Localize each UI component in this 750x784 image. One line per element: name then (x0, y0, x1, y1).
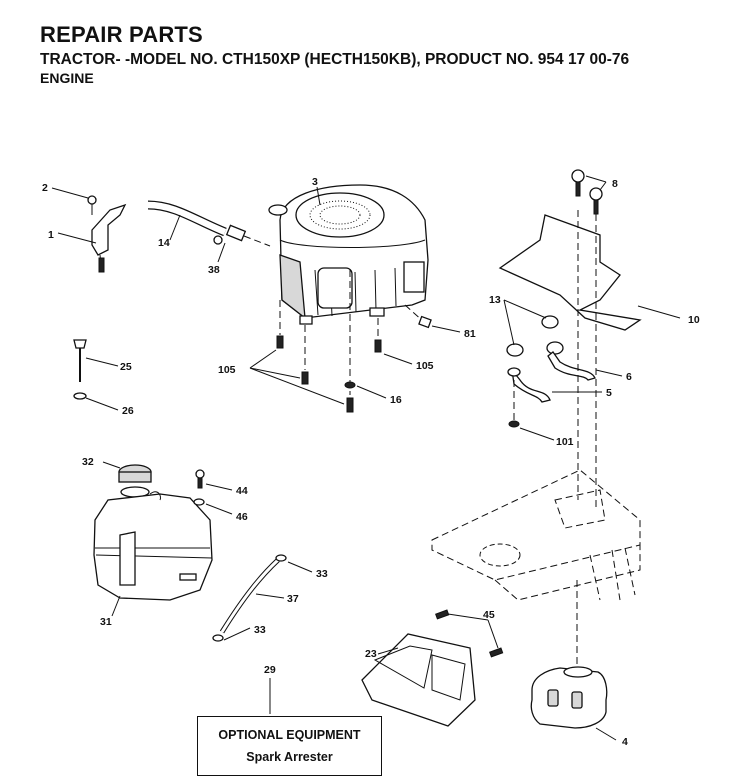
section-title: ENGINE (40, 70, 94, 86)
optional-equipment-title: OPTIONAL EQUIPMENT (218, 728, 361, 742)
callout-1: 1 (48, 229, 54, 241)
page-title: REPAIR PARTS (40, 22, 203, 47)
callout-105-a: 105 (218, 364, 236, 376)
engine (268, 184, 429, 325)
throttle-bracket (87, 195, 127, 273)
fuel-tank (93, 464, 213, 601)
optional-equipment-box: OPTIONAL EQUIPMENT Spark Arrester (197, 716, 382, 776)
dash-panel (498, 169, 642, 331)
callout-13: 13 (489, 294, 501, 306)
callout-2: 2 (42, 182, 48, 194)
callout-25: 25 (120, 361, 132, 373)
tractor-frame (431, 469, 641, 601)
callout-29: 29 (264, 664, 276, 676)
callout-46: 46 (236, 511, 248, 523)
callout-23: 23 (365, 648, 377, 660)
callout-32: 32 (82, 456, 94, 468)
engine-bolts (276, 270, 382, 413)
callout-101: 101 (556, 436, 574, 448)
callout-8: 8 (612, 178, 618, 190)
callout-31: 31 (100, 616, 112, 628)
tank-screws (193, 469, 205, 506)
callout-6: 6 (626, 371, 632, 383)
optional-equipment-item: Spark Arrester (246, 750, 333, 764)
muffler (530, 580, 608, 729)
callout-33-b: 33 (254, 624, 266, 636)
callout-105-b: 105 (416, 360, 434, 372)
callout-45: 45 (483, 609, 495, 621)
callout-16: 16 (390, 394, 402, 406)
callout-10: 10 (688, 314, 700, 326)
model-line: TRACTOR- -MODEL NO. CTH150XP (HECTH150KB… (40, 51, 630, 68)
callout-81: 81 (464, 328, 476, 340)
dipstick (73, 339, 87, 400)
callout-33-a: 33 (316, 568, 328, 580)
fuel-line-14 (147, 200, 247, 245)
callout-37: 37 (287, 593, 299, 605)
callout-26: 26 (122, 405, 134, 417)
callout-14: 14 (158, 237, 170, 249)
callout-44: 44 (236, 485, 248, 497)
callout-5: 5 (606, 387, 612, 399)
callout-38: 38 (208, 264, 220, 276)
exhaust-pipes (506, 315, 596, 428)
callout-4: 4 (622, 736, 628, 748)
heat-shield (361, 609, 504, 727)
fuel-line-37 (212, 554, 287, 642)
fitting-81 (404, 304, 432, 329)
callout-3: 3 (312, 176, 318, 188)
